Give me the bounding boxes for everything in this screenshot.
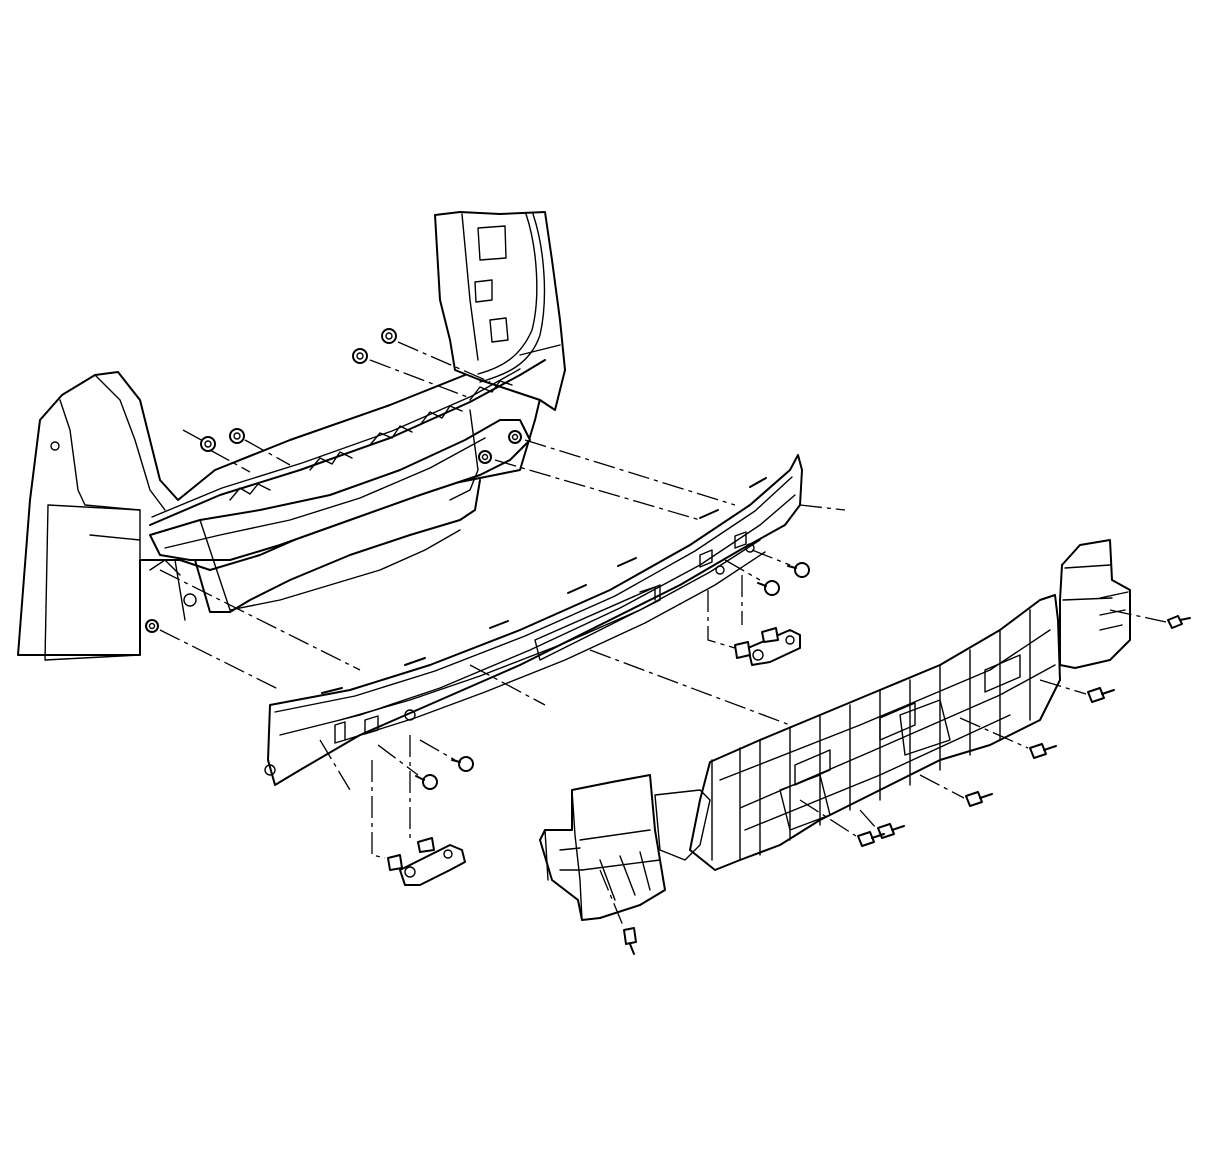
- nut-7: [145, 619, 159, 633]
- nut-2: [229, 428, 245, 444]
- nuts: [145, 328, 522, 633]
- vehicle-body-rear-section: [17, 211, 566, 661]
- retainer-5: [877, 823, 905, 839]
- push-pin-retainers: [623, 615, 1191, 955]
- alignment-lines: [159, 341, 1167, 929]
- retainer-1: [1167, 615, 1191, 629]
- nut-5: [478, 450, 492, 464]
- nut-6: [508, 430, 522, 444]
- retainer-6: [857, 831, 885, 847]
- bolt-1: [451, 756, 474, 772]
- bolt-2: [415, 774, 438, 790]
- right-end-bracket: [1059, 539, 1131, 669]
- left-mounting-plate: [387, 837, 466, 886]
- bolt-3: [787, 562, 810, 578]
- nut-4: [381, 328, 397, 344]
- right-mounting-plate: [734, 627, 801, 666]
- nut-1: [200, 436, 216, 452]
- rear-bumper-impact-bar: [264, 454, 803, 786]
- rear-bumper-energy-absorber: [654, 594, 1061, 871]
- bolt-4: [757, 580, 780, 596]
- retainer-7: [623, 927, 637, 955]
- nut-3: [352, 348, 368, 364]
- bolts: [415, 562, 810, 790]
- retainer-2: [1087, 687, 1115, 703]
- retainer-3: [1029, 743, 1057, 759]
- retainer-4: [965, 791, 993, 807]
- left-end-bracket: [539, 774, 666, 921]
